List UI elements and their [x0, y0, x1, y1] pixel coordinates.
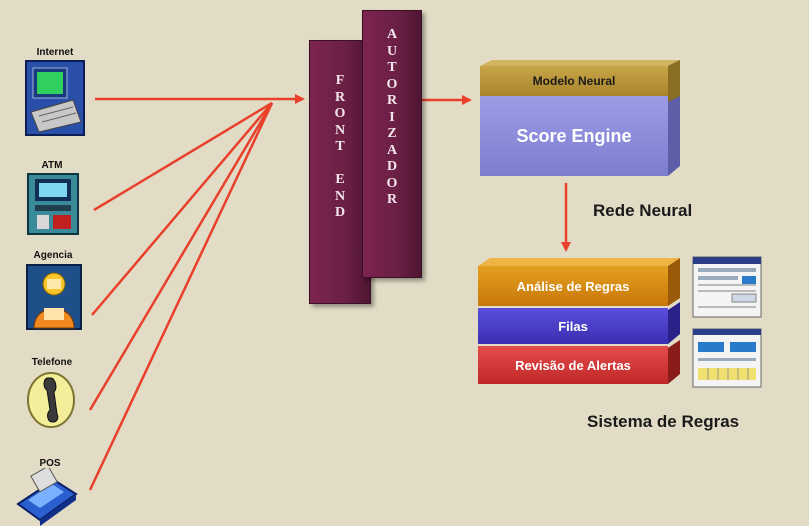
front-end-letter: R: [334, 89, 346, 105]
autorizador-letter: D: [386, 159, 398, 174]
autorizador-letter: R: [386, 93, 398, 108]
filas-layer: Filas: [478, 308, 668, 344]
autorizador-letter: A: [386, 142, 398, 158]
revisao-alertas-layer: Revisão de Alertas: [478, 346, 668, 384]
front-end-letter: N: [334, 122, 346, 138]
front-end-letter: F: [335, 73, 345, 88]
autorizador-letter: R: [386, 192, 398, 207]
autorizador-letter: O: [386, 175, 398, 191]
arrow-agencia: [91, 102, 273, 316]
card-reader-icon: [16, 468, 78, 526]
front-end-letter: [310, 156, 370, 173]
arrow-pos: [88, 102, 274, 491]
front-end-letter: T: [335, 139, 345, 154]
telephone-icon: [27, 372, 75, 428]
score-engine-block: Modelo Neural Score Engine: [476, 58, 686, 182]
alerts-screen-thumbnail: [692, 328, 762, 388]
front-end-letter: N: [334, 188, 346, 204]
channel-label-pos: POS: [39, 458, 61, 469]
modelo-neural-layer: Modelo Neural: [480, 66, 668, 96]
autorizador-letter: Z: [387, 126, 397, 141]
arrow-telefone: [88, 102, 274, 411]
autorizador-letter: A: [386, 27, 398, 42]
channel-label-agencia: Agencia: [33, 250, 73, 261]
score-engine-layer: Score Engine: [480, 96, 668, 176]
front-end-letter: E: [335, 172, 345, 187]
rules-screen-thumbnail: [692, 256, 762, 318]
autorizador-letter: I: [389, 109, 395, 125]
rules-stack: Análise de Regras Filas Revisão de Alert…: [474, 256, 688, 396]
channel-label-atm: ATM: [41, 160, 63, 171]
autorizador-letter: O: [386, 76, 398, 92]
atm-icon: [27, 173, 79, 235]
front-end-letter: D: [334, 205, 346, 220]
arrow-atm: [93, 101, 273, 212]
bank-teller-icon: [26, 264, 82, 330]
analise-regras-layer: Análise de Regras: [478, 266, 668, 306]
channel-label-telefone: Telefone: [31, 357, 73, 368]
autorizador-letter: T: [387, 60, 397, 75]
autorizador-letter: U: [386, 43, 398, 59]
channel-label-internet: Internet: [36, 47, 74, 58]
front-end-letter: O: [334, 106, 346, 121]
computer-icon: [25, 60, 85, 136]
rede-neural-caption: Rede Neural: [593, 201, 693, 220]
sistema-regras-caption: Sistema de Regras: [587, 412, 740, 431]
